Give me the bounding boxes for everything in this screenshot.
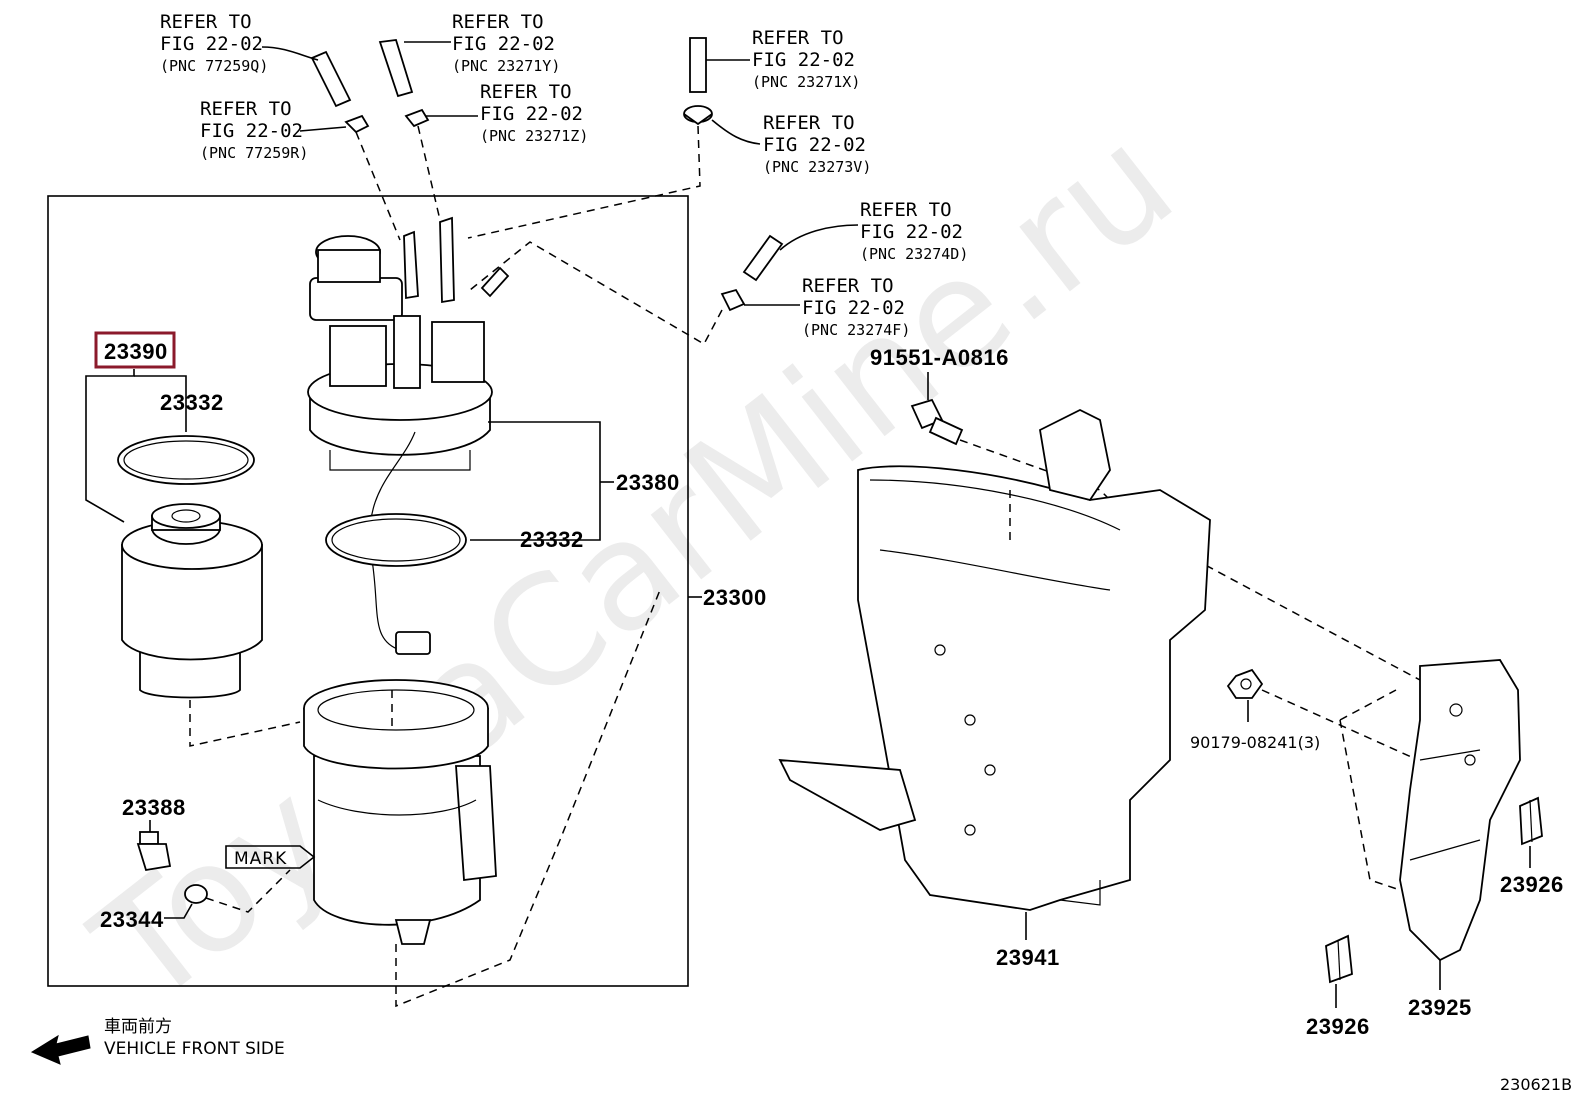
clip-23926-right[interactable] xyxy=(1519,796,1543,846)
label-23390[interactable]: 23390 xyxy=(104,339,168,364)
bracket-23925[interactable] xyxy=(1399,659,1521,962)
vehicle-front-arrow-icon xyxy=(30,1034,91,1065)
ref-pnc: (PNC 23274F) xyxy=(802,321,910,339)
direction-en: VEHICLE FRONT SIDE xyxy=(104,1039,285,1059)
ref-line2: FIG 22-02 xyxy=(452,33,555,55)
ref-23271y[interactable]: REFER TO FIG 22-02 (PNC 23271Y) xyxy=(452,11,560,75)
hose-23271x xyxy=(689,37,750,93)
ref-line2: FIG 22-02 xyxy=(480,103,583,125)
ref-pnc: (PNC 23273V) xyxy=(763,158,871,176)
hose-23271y xyxy=(378,39,451,98)
fuel-filter-element-23390[interactable] xyxy=(121,503,263,699)
hose-77259q xyxy=(261,46,352,108)
ref-line2: FIG 22-02 xyxy=(752,49,855,71)
ref-line2: FIG 22-02 xyxy=(860,221,963,243)
ref-pnc: (PNC 23271X) xyxy=(752,73,860,91)
label-23926-bottom[interactable]: 23926 xyxy=(1306,1014,1370,1039)
ref-pnc: (PNC 23274D) xyxy=(860,245,968,263)
label-23941[interactable]: 23941 xyxy=(996,945,1060,970)
ref-line1: REFER TO xyxy=(802,275,894,297)
ref-line1: REFER TO xyxy=(200,98,292,120)
ref-line2: FIG 22-02 xyxy=(160,33,263,55)
pump-module-23380[interactable] xyxy=(307,216,510,655)
ref-23271z[interactable]: REFER TO FIG 22-02 (PNC 23271Z) xyxy=(480,81,588,145)
ref-line1: REFER TO xyxy=(160,11,252,33)
ref-23273v[interactable]: REFER TO FIG 22-02 (PNC 23273V) xyxy=(763,112,871,176)
direction-jp: 車両前方 xyxy=(104,1017,172,1037)
ref-pnc: (PNC 77259Q) xyxy=(160,57,268,75)
label-91551-a0816[interactable]: 91551-A0816 xyxy=(870,345,1009,370)
label-23344[interactable]: 23344 xyxy=(100,907,164,932)
ref-23271x[interactable]: REFER TO FIG 22-02 (PNC 23271X) xyxy=(752,27,860,91)
hose-23274d xyxy=(742,224,859,282)
ref-77259q[interactable]: REFER TO FIG 22-02 (PNC 77259Q) xyxy=(160,11,268,75)
figure-code: 230621B xyxy=(1500,1075,1572,1094)
o-ring-23332-lower[interactable] xyxy=(325,513,467,567)
ref-line1: REFER TO xyxy=(860,199,952,221)
clip-77259r xyxy=(299,114,370,134)
water-sensor-23388[interactable] xyxy=(136,831,172,872)
label-23388[interactable]: 23388 xyxy=(122,795,186,820)
label-23380[interactable]: 23380 xyxy=(616,470,680,495)
ref-23274d[interactable]: REFER TO FIG 22-02 (PNC 23274D) xyxy=(860,199,968,263)
filter-case[interactable] xyxy=(303,679,497,945)
clip-23926-bottom[interactable] xyxy=(1325,934,1353,984)
ref-23274f[interactable]: REFER TO FIG 22-02 (PNC 23274F) xyxy=(802,275,910,339)
ref-line1: REFER TO xyxy=(480,81,572,103)
ref-line1: REFER TO xyxy=(763,112,855,134)
ref-77259r[interactable]: REFER TO FIG 22-02 (PNC 77259R) xyxy=(200,98,308,162)
mark-text: MARK xyxy=(234,849,287,869)
bracket-23941[interactable] xyxy=(778,408,1211,911)
ref-pnc: (PNC 77259R) xyxy=(200,144,308,162)
clip-23273v xyxy=(683,105,761,145)
o-ring-23332-upper[interactable] xyxy=(117,435,255,485)
ref-line1: REFER TO xyxy=(752,27,844,49)
label-23926-right[interactable]: 23926 xyxy=(1500,872,1564,897)
clip-23274f xyxy=(720,288,800,312)
ref-line2: FIG 22-02 xyxy=(763,134,866,156)
ref-line1: REFER TO xyxy=(452,11,544,33)
highlight-box-23390 xyxy=(94,331,176,369)
clip-23271z xyxy=(404,108,478,128)
nut-90179-08241[interactable] xyxy=(1226,668,1264,699)
ref-line2: FIG 22-02 xyxy=(802,297,905,319)
label-23925[interactable]: 23925 xyxy=(1408,995,1472,1020)
bolt-91551-a0816[interactable] xyxy=(910,398,964,446)
label-23300[interactable]: 23300 xyxy=(703,585,767,610)
ref-pnc: (PNC 23271Z) xyxy=(480,127,588,145)
label-23332-upper[interactable]: 23332 xyxy=(160,390,224,415)
o-ring-23344[interactable] xyxy=(184,884,208,904)
ref-pnc: (PNC 23271Y) xyxy=(452,57,560,75)
label-90179-08241[interactable]: 90179-08241(3) xyxy=(1190,733,1320,752)
assembly-frame xyxy=(47,195,689,987)
label-23332-lower[interactable]: 23332 xyxy=(520,527,584,552)
ref-line2: FIG 22-02 xyxy=(200,120,303,142)
mark-tag: MARK xyxy=(225,845,316,869)
